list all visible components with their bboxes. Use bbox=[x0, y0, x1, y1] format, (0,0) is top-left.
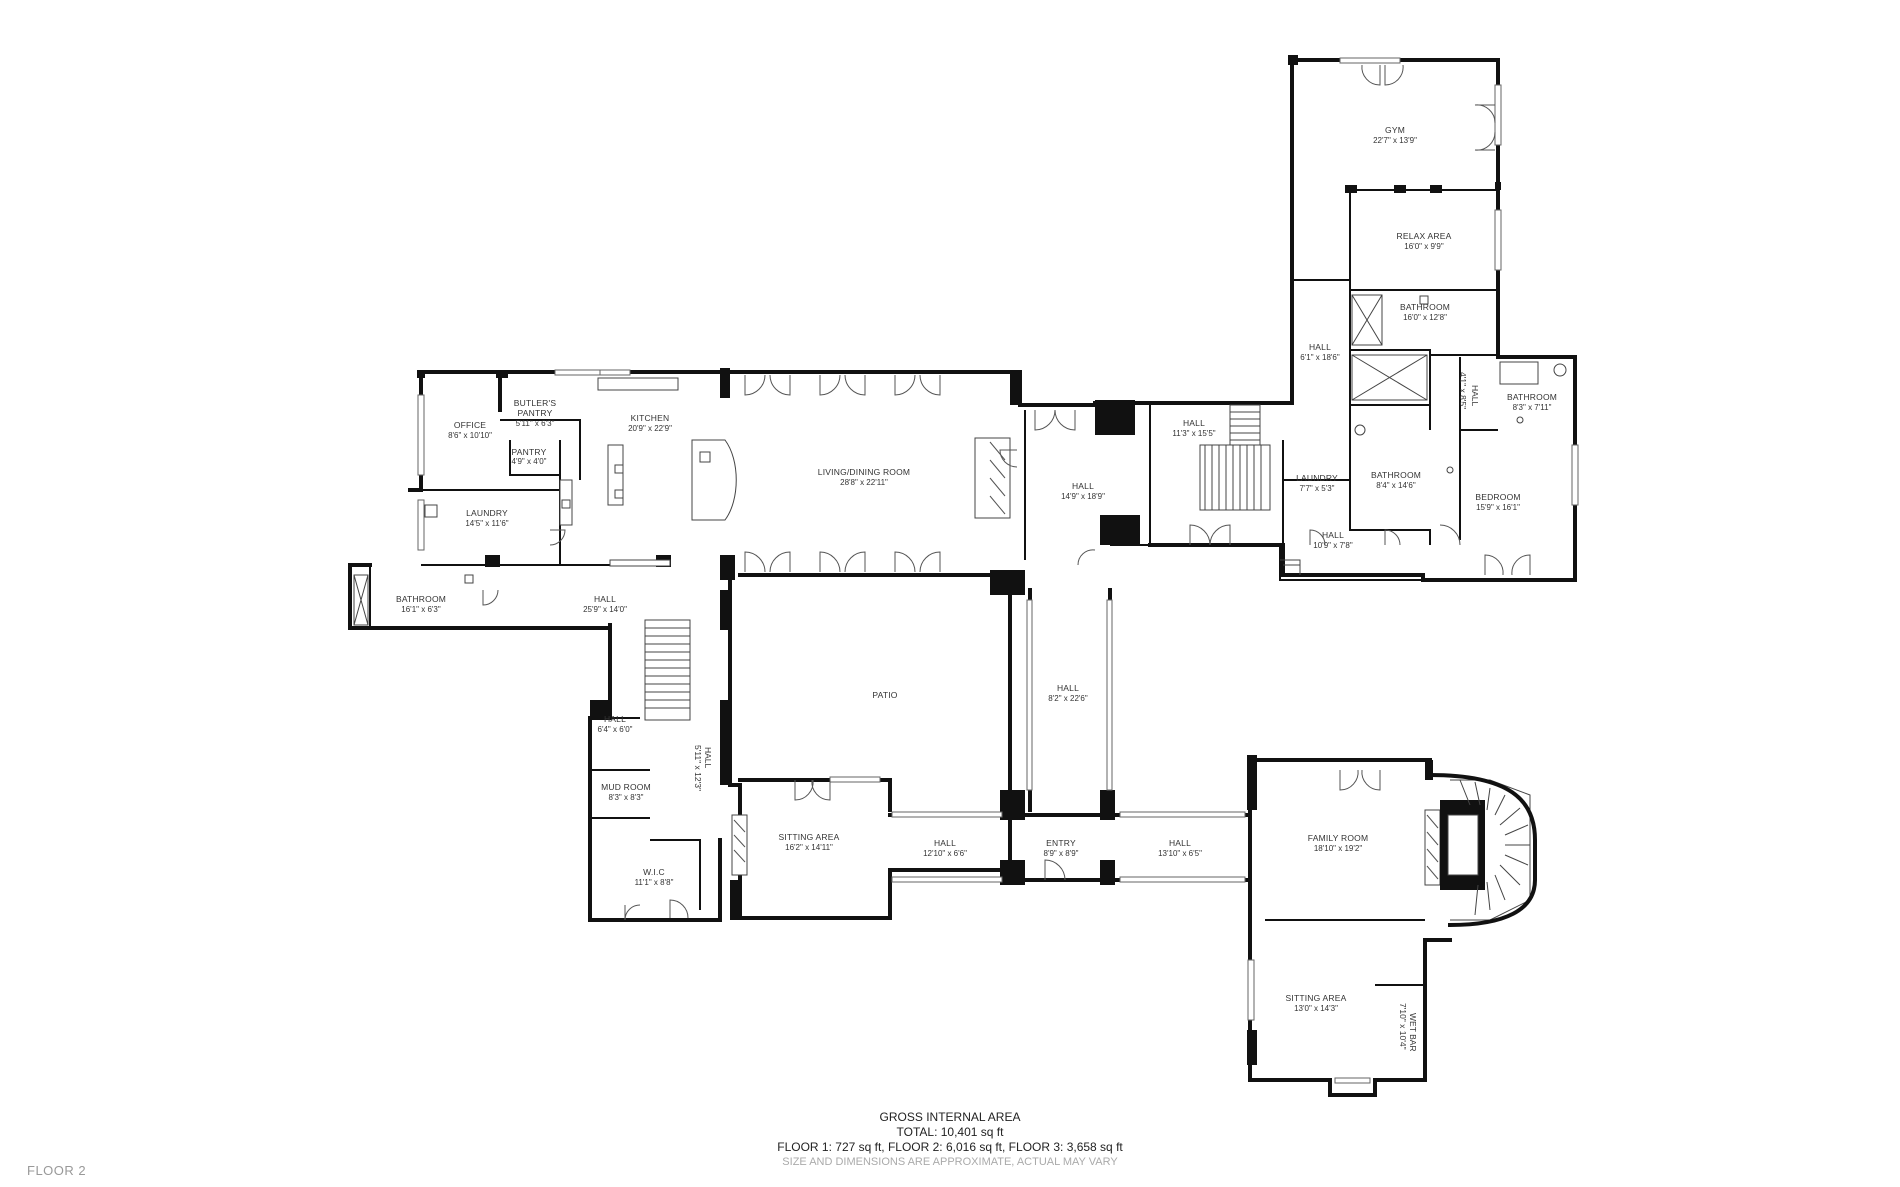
room-name: GYM bbox=[1385, 125, 1405, 135]
room-dimensions: 8'3" x 8'3" bbox=[608, 793, 644, 802]
room-name: LAUNDRY bbox=[1296, 473, 1338, 483]
room-name: HALL bbox=[1168, 838, 1192, 848]
fireplaces bbox=[731, 437, 1485, 890]
room-name: HALL bbox=[593, 594, 617, 604]
room-dimensions: 22'7" x 13'9" bbox=[1373, 136, 1417, 145]
room-dimensions: 16'1" x 6'3" bbox=[401, 605, 441, 614]
room-name: FAMILY ROOM bbox=[1307, 833, 1369, 843]
room-dimensions: 11'1" x 8'8" bbox=[634, 878, 674, 887]
room-dimensions: 8'4" x 14'6" bbox=[1376, 481, 1416, 490]
room-name: PATIO bbox=[872, 690, 898, 700]
room-dimensions: 13'0" x 14'3" bbox=[1294, 1004, 1338, 1013]
room-dimensions: 12'10" x 6'6" bbox=[923, 849, 967, 858]
room-name: SITTING AREA bbox=[1285, 993, 1347, 1003]
room-dimensions: 15'9" x 16'1" bbox=[1476, 503, 1520, 512]
doors bbox=[482, 64, 1531, 921]
room-dimensions: 7'10" x 10'4" bbox=[1398, 1003, 1408, 1050]
room-dimensions: 20'9" x 22'9" bbox=[628, 424, 672, 433]
room-name: BATHROOM bbox=[1370, 470, 1422, 480]
room-name: HALL bbox=[1071, 481, 1095, 491]
bathroom-fixtures bbox=[353, 294, 1567, 626]
stairs bbox=[644, 404, 1537, 928]
room-name: SITTING AREA bbox=[778, 832, 840, 842]
room-name: HALL bbox=[1182, 418, 1206, 428]
room-dimensions: 8'6" x 10'10" bbox=[448, 431, 492, 440]
room-name: BUTLER'S PANTRY bbox=[513, 398, 557, 418]
room-dimensions: 10'9" x 7'8" bbox=[1313, 541, 1353, 550]
room-dimensions: 14'5" x 11'6" bbox=[465, 519, 509, 528]
exterior-walls bbox=[348, 58, 1577, 1097]
room-dimensions: 16'0" x 12'8" bbox=[1403, 313, 1447, 322]
room-dimensions: 16'0" x 9'9" bbox=[1404, 242, 1444, 251]
solid-wall-blocks bbox=[417, 55, 1501, 1065]
room-dimensions: 11'3" x 15'5" bbox=[1172, 429, 1216, 438]
area-total: TOTAL: 10,401 sq ft bbox=[896, 1125, 1004, 1139]
room-dimensions: 5'11" x 12'3" bbox=[693, 745, 703, 791]
room-dimensions: 6'4" x 6'0" bbox=[597, 725, 633, 734]
room-name: HALL bbox=[1308, 342, 1332, 352]
windows bbox=[417, 57, 1579, 1084]
room-dimensions: 8'9" x 8'9" bbox=[1043, 849, 1079, 858]
room-dimensions: 25'9" x 14'0" bbox=[583, 605, 627, 614]
area-per-floor: FLOOR 1: 727 sq ft, FLOOR 2: 6,016 sq ft… bbox=[777, 1140, 1123, 1154]
room-name: LAUNDRY bbox=[466, 508, 508, 518]
room-name: WET BAR bbox=[1408, 1013, 1418, 1052]
room-name: HALL bbox=[703, 747, 713, 769]
area-summary: GROSS INTERNAL AREA TOTAL: 10,401 sq ft … bbox=[0, 1110, 1900, 1170]
room-name: BATHROOM bbox=[1399, 302, 1451, 312]
room-dimensions: 4'9" x 4'0" bbox=[511, 457, 547, 466]
room-name: KITCHEN bbox=[630, 413, 670, 423]
room-dimensions: 4'1" x 8'5" bbox=[1458, 372, 1468, 410]
room-dimensions: 18'10" x 19'2" bbox=[1313, 844, 1363, 853]
room-name: HALL bbox=[1056, 683, 1080, 693]
room-name: ENTRY bbox=[1046, 838, 1076, 848]
room-dimensions: 8'3" x 7'11" bbox=[1512, 403, 1552, 412]
room-dimensions: 28'8" x 22'11" bbox=[840, 478, 888, 487]
floor-label: FLOOR 2 bbox=[27, 1163, 87, 1178]
room-name: MUD ROOM bbox=[601, 782, 651, 792]
room-name: LIVING/DINING ROOM bbox=[817, 467, 911, 477]
room-name: BATHROOM bbox=[1506, 392, 1558, 402]
interior-walls bbox=[349, 189, 1498, 986]
room-name: HALL bbox=[1470, 385, 1480, 407]
room-name: PANTRY bbox=[511, 447, 547, 457]
room-name: RELAX AREA bbox=[1396, 231, 1452, 241]
disclaimer-note: SIZE AND DIMENSIONS ARE APPROXIMATE, ACT… bbox=[782, 1156, 1118, 1168]
room-dimensions: 7'7" x 5'3" bbox=[1299, 484, 1335, 493]
room-name: HALL bbox=[1321, 530, 1345, 540]
room-name: W.I.C bbox=[643, 867, 665, 877]
room-name: HALL bbox=[603, 714, 627, 724]
room-name: BATHROOM bbox=[395, 594, 447, 604]
room-dimensions: 13'10" x 6'5" bbox=[1158, 849, 1202, 858]
area-title: GROSS INTERNAL AREA bbox=[879, 1110, 1021, 1124]
room-dimensions: 5'11" x 6'3" bbox=[515, 419, 555, 428]
room-dimensions: 16'2" x 14'11" bbox=[785, 843, 833, 852]
room-name: BEDROOM bbox=[1475, 492, 1521, 502]
room-dimensions: 14'9" x 18'9" bbox=[1061, 492, 1105, 501]
room-dimensions: 8'2" x 22'6" bbox=[1048, 694, 1088, 703]
kitchen-fixtures bbox=[559, 377, 737, 567]
room-name: HALL bbox=[933, 838, 957, 848]
room-dimensions: 6'1" x 18'6" bbox=[1300, 353, 1340, 362]
room-name: OFFICE bbox=[453, 420, 487, 430]
